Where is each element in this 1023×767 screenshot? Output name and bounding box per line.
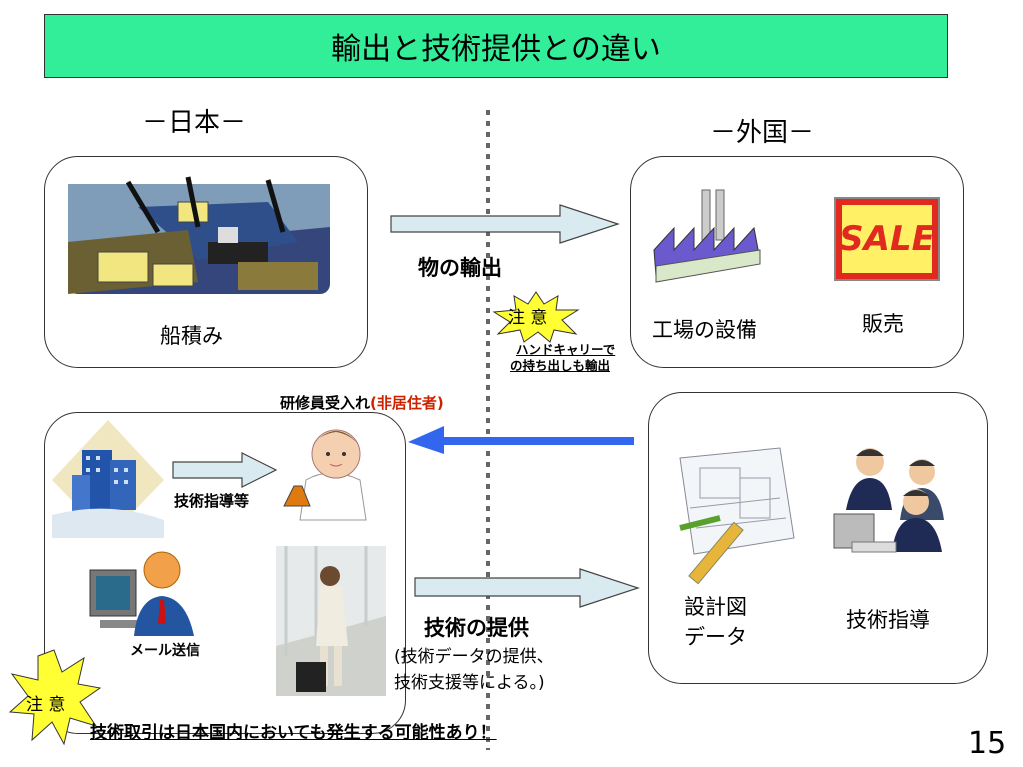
design-label-line1: 設計図 bbox=[684, 595, 747, 619]
shipping-illustration bbox=[68, 176, 330, 294]
page-number: 15 bbox=[968, 726, 1007, 761]
guidance-arrow bbox=[172, 452, 278, 488]
tech-provision-sub: (技術データの提供、 技術支援等による。) bbox=[394, 644, 554, 696]
caution-note-2: 技術取引は日本国内においても発生する可能性あり！ bbox=[90, 723, 497, 743]
caution-note-1-line2: の持ち出しも輸出 bbox=[510, 358, 611, 373]
factory-icon bbox=[653, 189, 761, 283]
title-banner: 輸出と技術提供との違い bbox=[44, 14, 948, 78]
design-label: 設計図 データ bbox=[684, 592, 747, 652]
tech-provision-sub-line1: (技術データの提供、 bbox=[394, 647, 554, 667]
shipping-label: 船積み bbox=[160, 324, 223, 348]
trainee-label: 研修員受入れ(非居住者) bbox=[280, 392, 444, 413]
page-title: 輸出と技術提供との違い bbox=[331, 32, 661, 67]
trainee-label-accent: (非居住者) bbox=[370, 394, 444, 412]
provision-arrow bbox=[414, 568, 640, 608]
caution-badge-1: 注 意 bbox=[508, 308, 548, 328]
tech-provision-sub-line2: 技術支援等による。) bbox=[394, 673, 545, 693]
divider-line bbox=[486, 110, 490, 750]
foreign-heading: －外国－ bbox=[710, 118, 815, 148]
engineers-photo bbox=[832, 440, 948, 562]
email-label: メール送信 bbox=[130, 643, 200, 659]
tech-provision-label: 技術の提供 bbox=[424, 616, 529, 640]
office-building-icon bbox=[52, 420, 164, 538]
inbound-arrow bbox=[408, 426, 634, 454]
design-label-line2: データ bbox=[684, 625, 747, 649]
sale-label: 販売 bbox=[862, 312, 904, 336]
tech-guidance-label: 技術指導 bbox=[846, 608, 930, 632]
trainee-label-text: 研修員受入れ bbox=[280, 394, 371, 412]
traveler-photo bbox=[276, 546, 386, 696]
export-label: 物の輸出 bbox=[418, 256, 502, 280]
sale-sign-text: SALE bbox=[839, 205, 935, 273]
caution-burst-2 bbox=[8, 649, 102, 746]
export-arrow bbox=[390, 204, 620, 244]
factory-label: 工場の設備 bbox=[652, 318, 757, 342]
sale-sign-icon: SALE bbox=[834, 197, 940, 281]
email-person-icon bbox=[89, 551, 194, 636]
blueprint-icon bbox=[679, 447, 795, 585]
caution-burst-1 bbox=[492, 291, 580, 343]
caution-note-1-line1: ハンドキャリーで bbox=[516, 342, 616, 357]
caution-note-1: ハンドキャリーで の持ち出しも輸出 bbox=[510, 342, 615, 374]
caution-badge-2: 注 意 bbox=[26, 695, 66, 715]
tech-guidance-small-label: 技術指導等 bbox=[174, 492, 250, 510]
japan-heading: －日本－ bbox=[142, 108, 247, 138]
trainee-scientist-icon bbox=[283, 429, 367, 521]
